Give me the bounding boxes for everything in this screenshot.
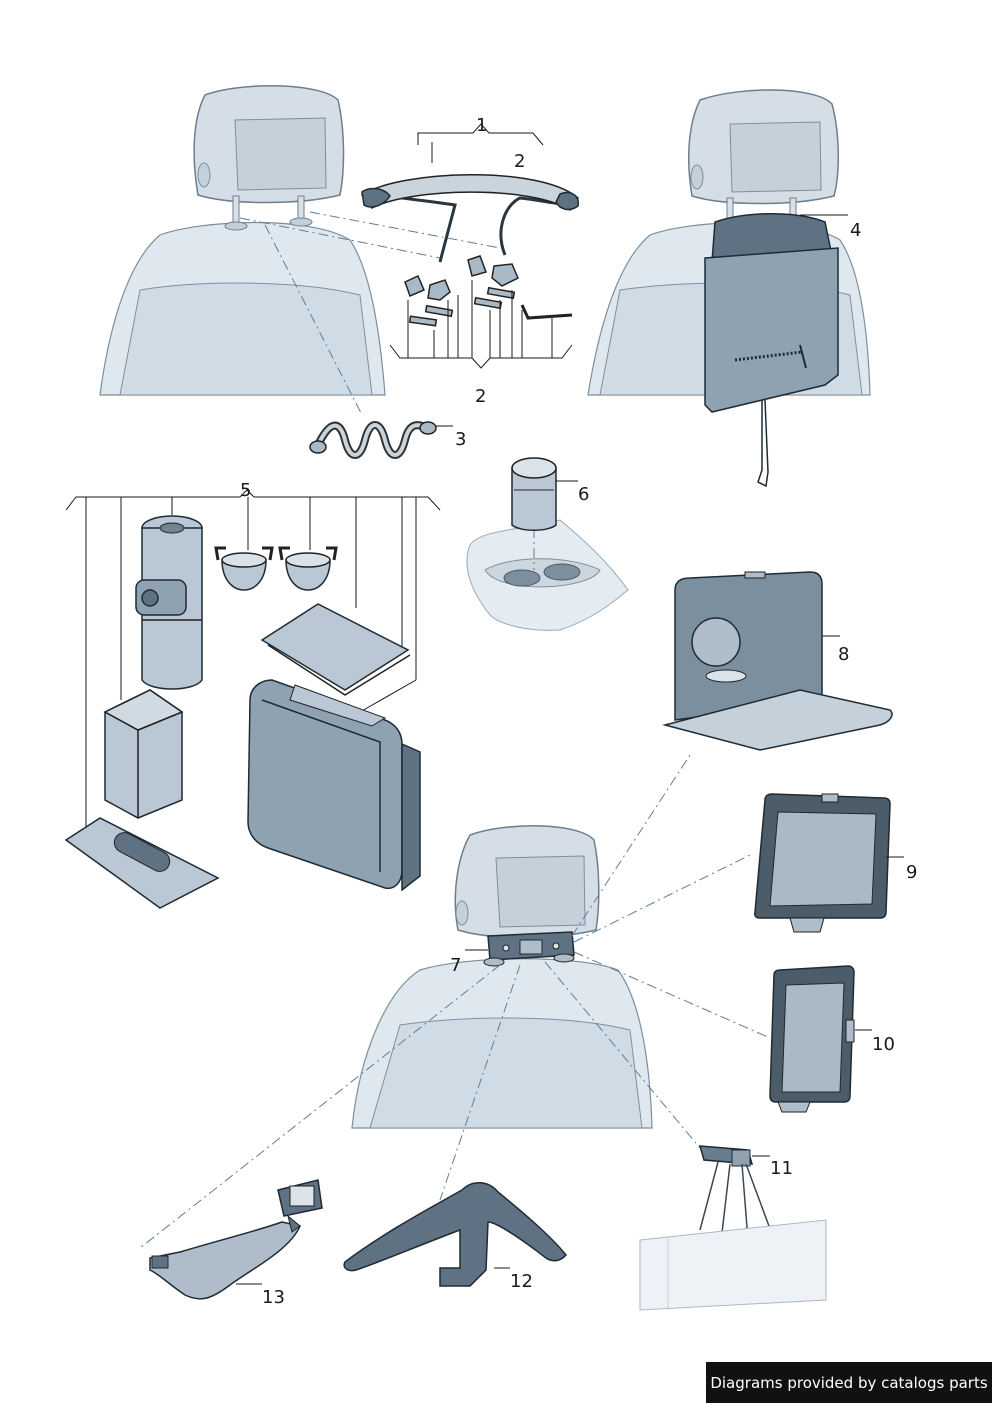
callout-1: 1 <box>476 115 487 136</box>
espresso-cup-2 <box>278 546 338 591</box>
cup-holder-console <box>466 519 629 631</box>
callout-8: 8 <box>838 644 849 665</box>
manual-booklet <box>64 817 220 909</box>
callout-7: 7 <box>450 955 461 976</box>
callout-2-bottom: 2 <box>475 386 486 407</box>
base-module-part-7 <box>483 931 575 967</box>
bag-hook-part-11 <box>698 1145 777 1251</box>
callout-3: 3 <box>455 429 466 450</box>
small-tablet-holder-part-10 <box>769 965 855 1113</box>
callout-5: 5 <box>240 480 251 501</box>
callout-2-top: 2 <box>514 151 525 172</box>
espresso-cup-1 <box>214 546 274 591</box>
callout-11: 11 <box>770 1158 793 1179</box>
cloth-pouch <box>260 603 411 696</box>
cable-tie-part-3 <box>309 421 437 459</box>
coat-hanger-part-1 <box>360 174 579 263</box>
seat-back-organizer-part-4 <box>704 213 839 488</box>
callout-9: 9 <box>906 862 917 883</box>
mounting-parts-2 <box>404 255 573 327</box>
ashtray-cup-part-6 <box>511 457 557 531</box>
coffee-box <box>103 689 184 819</box>
seat-top-left <box>99 85 386 396</box>
hanger-part-12 <box>343 1182 567 1287</box>
carry-case <box>247 679 421 892</box>
tablet-holder-part-9 <box>754 793 891 933</box>
folding-tray-part-8 <box>662 571 893 751</box>
callout-10: 10 <box>872 1034 895 1055</box>
callout-13: 13 <box>262 1287 285 1308</box>
holder-arm-part-13 <box>149 1179 323 1300</box>
callout-12: 12 <box>510 1271 533 1292</box>
callout-6: 6 <box>578 484 589 505</box>
callout-4: 4 <box>850 220 861 241</box>
seat-center <box>351 825 653 1129</box>
shopping-bag <box>639 1219 827 1311</box>
watermark-badge: Diagrams provided by catalogs parts <box>706 1362 992 1403</box>
espresso-maker <box>135 515 203 690</box>
